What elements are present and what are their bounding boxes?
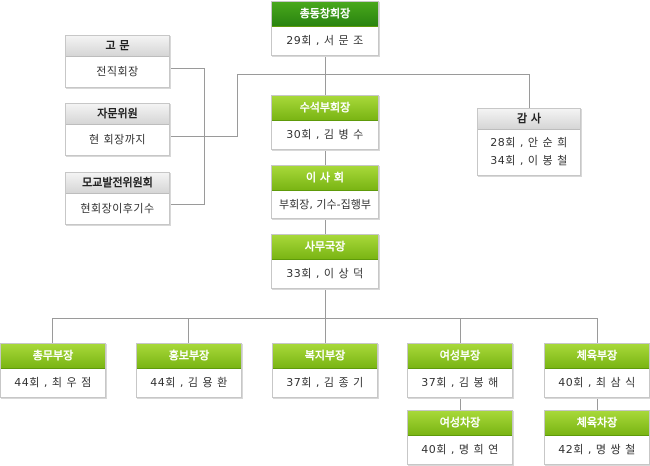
- board-member: 부회장, 기수-집행부: [279, 198, 371, 211]
- advisor-title: 고 문: [66, 36, 169, 57]
- development-committee-box: 모교발전위원회 현회장이후기수: [65, 172, 170, 225]
- department-title: 복지부장: [273, 344, 377, 369]
- department-member: 37회 , 김 봉 해: [421, 376, 499, 389]
- auditor-box: 감 사 28회 , 안 순 희 34회 , 이 봉 철: [477, 108, 581, 176]
- department-member: 40회 , 최 삼 식: [558, 376, 636, 389]
- department-member: 44회 , 최 우 점: [14, 376, 92, 389]
- senior-vp-title: 수석부회장: [272, 96, 378, 121]
- development-committee-member: 현회장이후기수: [80, 202, 155, 215]
- secretary-general-member: 33회 , 이 상 덕: [286, 267, 364, 280]
- department-title: 홍보부장: [137, 344, 241, 369]
- department-general-affairs: 총무부장 44회 , 최 우 점: [0, 343, 106, 398]
- secretary-general-box: 사무국장 33회 , 이 상 덕: [271, 234, 379, 289]
- department-women: 여성부장 37회 , 김 봉 해: [407, 343, 513, 398]
- auditor-member-1: 28회 , 안 순 희: [490, 136, 568, 149]
- auditor-title: 감 사: [478, 109, 580, 130]
- advisor-member: 전직회장: [96, 65, 139, 78]
- department-member: 44회 , 김 용 환: [150, 376, 228, 389]
- chairman-member: 29회 , 서 문 조: [286, 34, 364, 47]
- chairman-title: 총동창회장: [272, 2, 378, 27]
- development-committee-title: 모교발전위원회: [66, 173, 169, 194]
- sub-department-member: 40회 , 명 희 연: [421, 443, 499, 456]
- secretary-general-title: 사무국장: [272, 235, 378, 260]
- board-box: 이 사 회 부회장, 기수-집행부: [271, 165, 379, 219]
- advisory-committee-title: 자문위원: [66, 104, 169, 125]
- department-sports: 체육부장 40회 , 최 삼 식: [544, 343, 650, 398]
- auditor-member-2: 34회 , 이 봉 철: [490, 154, 568, 167]
- senior-vp-box: 수석부회장 30회 , 김 병 수: [271, 95, 379, 150]
- advisory-committee-member: 현 회장까지: [88, 133, 147, 146]
- department-title: 체육부장: [545, 344, 649, 369]
- senior-vp-member: 30회 , 김 병 수: [286, 128, 364, 141]
- advisory-committee-box: 자문위원 현 회장까지: [65, 103, 170, 156]
- board-title: 이 사 회: [272, 166, 378, 191]
- department-public-relations: 홍보부장 44회 , 김 용 환: [136, 343, 242, 398]
- sub-department-sports: 체육차장 42회 , 명 쌍 철: [544, 410, 650, 465]
- department-welfare: 복지부장 37회 , 김 종 기: [272, 343, 378, 398]
- chairman-box: 총동창회장 29회 , 서 문 조: [271, 1, 379, 56]
- sub-department-women: 여성차장 40회 , 명 희 연: [407, 410, 513, 465]
- sub-department-member: 42회 , 명 쌍 철: [558, 443, 636, 456]
- department-title: 총무부장: [1, 344, 105, 369]
- department-title: 여성부장: [408, 344, 512, 369]
- advisor-box: 고 문 전직회장: [65, 35, 170, 88]
- sub-department-title: 여성차장: [408, 411, 512, 436]
- department-member: 37회 , 김 종 기: [286, 376, 364, 389]
- sub-department-title: 체육차장: [545, 411, 649, 436]
